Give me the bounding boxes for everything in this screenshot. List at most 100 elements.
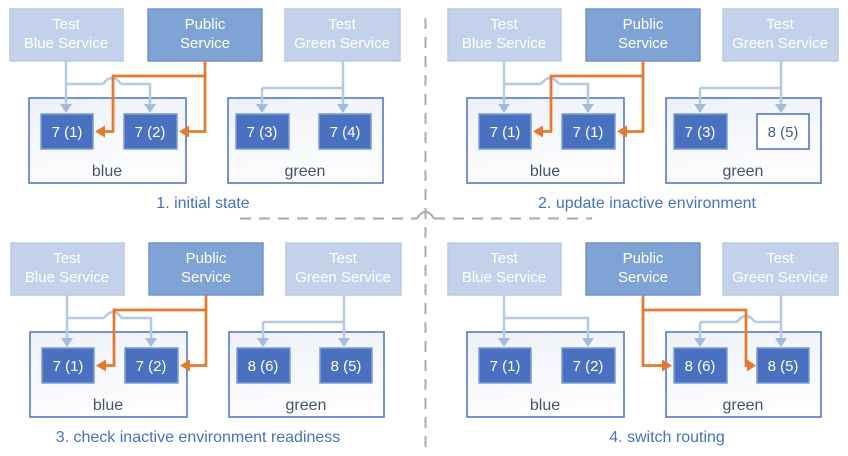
service-label: Public: [186, 250, 227, 267]
pod-label: 7 (1): [490, 358, 521, 375]
test-service-connectors: [60, 61, 349, 113]
arrowhead-left-icon: [95, 125, 105, 138]
public-route-arrows: [641, 295, 756, 372]
arrowhead-down-icon: [337, 104, 349, 113]
arrowhead-down-icon: [338, 338, 350, 347]
arrowhead-down-icon: [775, 338, 787, 347]
pod-rect: [561, 113, 616, 150]
pod-rect: [756, 347, 810, 384]
pod-label: 8 (5): [331, 358, 362, 375]
public-service-box: Public Service: [148, 242, 264, 296]
pod-rect: [478, 113, 532, 150]
environment-label: green: [285, 163, 326, 180]
public-service-box: Public Service: [585, 242, 701, 296]
arrowhead-down-icon: [694, 338, 706, 347]
pod-label: 7 (1): [490, 124, 521, 141]
pod-label: 7 (2): [573, 358, 604, 375]
test-green-service-box: Test Green Service: [284, 8, 401, 62]
pod-rect: [123, 113, 178, 150]
service-label: Test: [328, 16, 356, 33]
arrowhead-left-icon: [179, 125, 189, 138]
quadrant-1-initial-state: Test Blue Service Public Service Test Gr…: [9, 8, 401, 212]
public-service-box: Public Service: [585, 8, 701, 62]
pod-label: 7 (1): [53, 358, 84, 375]
pod-rect: [673, 347, 728, 384]
route-line: [105, 74, 205, 133]
service-label: Service: [180, 35, 230, 52]
service-label: Service: [618, 269, 668, 286]
service-label: Test: [490, 16, 518, 33]
pod-rect: [673, 113, 728, 150]
arrowhead-down-icon: [61, 338, 73, 347]
connector-line: [121, 82, 152, 104]
service-label: Test: [53, 250, 81, 267]
arrowhead-down-icon: [582, 104, 594, 113]
arrowhead-down-icon: [257, 338, 269, 347]
public-service-box: Public Service: [147, 8, 263, 62]
connector-line: [559, 82, 590, 104]
route-line: [189, 61, 207, 133]
public-route-arrows: [533, 61, 645, 138]
arrowhead-right-icon: [747, 359, 756, 372]
connector-line: [504, 316, 590, 338]
service-label: Test: [329, 250, 357, 267]
public-route-arrows: [96, 295, 208, 372]
arrowhead-down-icon: [60, 104, 72, 113]
test-service-connectors: [61, 295, 350, 347]
test-blue-service-box: Test Blue Service: [447, 8, 562, 62]
arrowhead-down-icon: [694, 104, 706, 113]
service-label: Green Service: [732, 35, 828, 52]
connector-line: [122, 316, 153, 338]
step-caption: 4. switch routing: [609, 429, 725, 446]
route-line: [627, 61, 645, 133]
step-caption: 2. update inactive environment: [538, 195, 756, 212]
service-label: Service: [181, 269, 231, 286]
arrowhead-down-icon: [775, 104, 787, 113]
pods: 7 (1) 7 (2) 8 (6) 8 (5): [41, 347, 373, 384]
test-service-connectors: [498, 61, 787, 113]
test-green-service-box: Test Green Service: [722, 242, 839, 296]
pod-rect: [236, 347, 291, 384]
pod-label: 7 (3): [247, 124, 278, 141]
service-rect: [148, 242, 264, 296]
service-label: Public: [623, 16, 664, 33]
pod-rect: [41, 347, 95, 384]
arrowhead-down-icon: [144, 104, 156, 113]
service-label: Blue Service: [462, 269, 546, 286]
pod-rect: [318, 113, 372, 150]
arrowhead-left-icon: [96, 359, 106, 372]
test-blue-service-box: Test Blue Service: [9, 8, 124, 62]
route-line: [543, 74, 643, 133]
arrowhead-down-icon: [498, 338, 510, 347]
pod-label: 8 (6): [248, 358, 279, 375]
public-route-arrows: [95, 61, 207, 138]
pod-label: 8 (5): [768, 124, 799, 141]
arrowhead-down-icon: [582, 338, 594, 347]
arrowhead-left-icon: [617, 125, 627, 138]
pod-label: 7 (2): [135, 124, 166, 141]
test-blue-service-box: Test Blue Service: [10, 242, 125, 296]
environment-label: green: [286, 397, 327, 414]
service-label: Blue Service: [24, 35, 108, 52]
quadrant-4-switch-routing: Test Blue Service Public Service Test Gr…: [447, 242, 839, 446]
service-rect: [585, 242, 701, 296]
environment-label: blue: [92, 163, 122, 180]
service-rect: [284, 8, 401, 62]
service-label: Blue Service: [462, 35, 546, 52]
test-green-service-box: Test Green Service: [722, 8, 839, 62]
service-label: Public: [185, 16, 226, 33]
pod-rect: [561, 347, 616, 384]
arrowhead-left-icon: [533, 125, 543, 138]
service-label: Green Service: [295, 269, 391, 286]
pods: 7 (1) 7 (2) 7 (3) 7 (4): [40, 113, 372, 150]
arrowhead-down-icon: [498, 104, 510, 113]
pod-label: 7 (3): [685, 124, 716, 141]
pod-label: 7 (1): [52, 124, 83, 141]
service-label: Test: [490, 250, 518, 267]
arrowhead-left-icon: [180, 359, 190, 372]
route-line: [106, 308, 206, 367]
arrowhead-right-icon: [662, 359, 672, 372]
service-label: Green Service: [732, 269, 828, 286]
pod-rect-new-version: [756, 113, 810, 150]
pod-rect: [124, 347, 179, 384]
